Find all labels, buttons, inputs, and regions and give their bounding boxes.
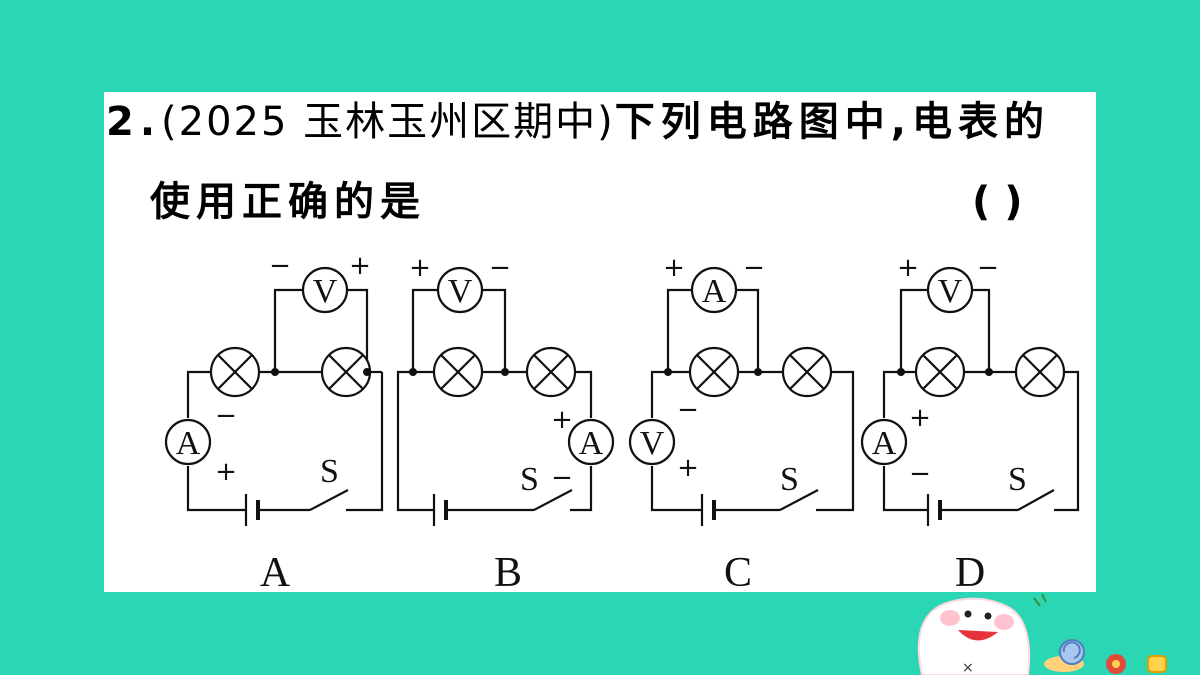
circuit-c-top-meter-left-sign: + (663, 253, 685, 283)
circuit-diagrams: S V − + A − + A (164, 251, 1080, 592)
circuit-c-lamp-2 (781, 346, 833, 398)
question-line-1: 2.(2025 玉林玉州区期中)下列电路图中,电表的 (106, 98, 1050, 146)
circuit-b-voltmeter-left-sign: + (409, 253, 431, 283)
circuit-c-side-meter-top-sign: − (677, 395, 699, 425)
circuit-d-ammeter: A (860, 418, 908, 466)
circuit-d-junction-1 (897, 368, 905, 376)
circuit-c-top-meter-right-sign: − (743, 253, 765, 283)
circuit-b-junction-2 (501, 368, 509, 376)
circuit-a-ammeter-top-sign: − (215, 401, 237, 431)
circuit-d-voltmeter: V (926, 266, 974, 314)
circuit-b-lamp-2 (525, 346, 577, 398)
option-label-a: A (260, 550, 291, 592)
question-stem-part2: 使用正确的是 (150, 179, 426, 225)
circuit-b-voltmeter-letter: V (448, 273, 473, 310)
circuit-b-ammeter-top-sign: + (551, 405, 573, 435)
circuit-d-lamp-2 (1014, 346, 1066, 398)
circuit-a-switch-label: S (320, 453, 339, 490)
circuit-c-top-ammeter: A (690, 266, 738, 314)
circuit-a-battery-icon (244, 494, 260, 526)
circuit-b-voltmeter-right-sign: − (489, 253, 511, 283)
circuit-b-battery-icon (432, 494, 448, 526)
cartoon-tooth-mascot-icon: × (917, 593, 1167, 675)
circuit-c-junction-1 (664, 368, 672, 376)
circuit-b-ammeter-letter: A (579, 425, 604, 462)
circuit-d-voltmeter-left-sign: + (897, 253, 919, 283)
circuit-a-ammeter-bottom-sign: + (215, 457, 237, 487)
question-stem-part1: 下列电路图中,电表的 (614, 99, 1050, 145)
circuit-d-switch-label: S (1008, 461, 1027, 498)
circuit-d-voltmeter-letter: V (938, 273, 963, 310)
circuit-c-side-meter-bottom-sign: + (677, 453, 699, 483)
circuit-a-wires (186, 288, 384, 512)
circuit-d-ammeter-letter: A (872, 425, 897, 462)
circuit-a-junction-2 (363, 368, 371, 376)
circuit-d-ammeter-bottom-sign: − (909, 459, 931, 489)
circuit-c: S A + − V − + C (628, 253, 855, 592)
circuit-a-junction-1 (271, 368, 279, 376)
circuit-b-switch-icon (533, 489, 573, 511)
circuit-d-battery-icon (926, 494, 942, 526)
circuit-c-junction-2 (754, 368, 762, 376)
circuit-a-lamp-1 (209, 346, 261, 398)
circuit-a-voltmeter-left-sign: − (269, 251, 291, 281)
circuit-c-wires (650, 288, 855, 512)
circuit-d-lamp-1 (914, 346, 966, 398)
circuit-c-side-meter-letter: V (640, 425, 665, 462)
circuit-b-ammeter-bottom-sign: − (551, 463, 573, 493)
circuit-b-junction-1 (409, 368, 417, 376)
answer-bracket: ( ) (972, 179, 1023, 225)
svg-text:×: × (962, 660, 974, 675)
circuit-d-voltmeter-right-sign: − (977, 253, 999, 283)
circuit-b-switch-label: S (520, 461, 539, 498)
circuit-a-voltmeter: V (301, 266, 349, 314)
option-label-c: C (724, 550, 752, 592)
question-line-2: 使用正确的是 (150, 178, 426, 226)
option-label-b: B (494, 550, 522, 592)
circuit-b-lamp-1 (432, 346, 484, 398)
circuit-c-battery-icon (700, 494, 716, 526)
circuit-a-ammeter-letter: A (176, 425, 201, 462)
circuit-a-lamp-2 (320, 346, 372, 398)
question-card: 2.(2025 玉林玉州区期中)下列电路图中,电表的 使用正确的是 ( ) (104, 92, 1096, 592)
circuit-d: S V + − A + − D (860, 253, 1080, 592)
circuit-c-lamp-1 (688, 346, 740, 398)
circuit-c-top-meter-letter: A (702, 273, 727, 310)
circuit-a-voltmeter-right-sign: + (349, 251, 371, 281)
circuit-b-voltmeter: V (436, 266, 484, 314)
circuit-a-ammeter: A (164, 418, 212, 466)
circuit-a: S V − + A − + A (164, 251, 384, 592)
circuit-c-side-voltmeter: V (628, 418, 676, 466)
option-label-d: D (955, 550, 985, 592)
circuit-d-wires (882, 288, 1080, 512)
circuit-c-switch-label: S (780, 461, 799, 498)
circuit-d-ammeter-top-sign: + (909, 403, 931, 433)
circuit-a-voltmeter-letter: V (313, 273, 338, 310)
circuit-b: S V + − A + − B (396, 253, 615, 592)
circuit-b-ammeter: A (567, 418, 615, 466)
circuit-d-switch-icon (1017, 489, 1055, 511)
question-source: (2025 玉林玉州区期中) (161, 99, 615, 145)
question-number: 2. (106, 99, 162, 145)
circuit-c-switch-icon (779, 489, 819, 511)
circuit-a-switch-icon (309, 489, 349, 511)
circuit-d-junction-2 (985, 368, 993, 376)
